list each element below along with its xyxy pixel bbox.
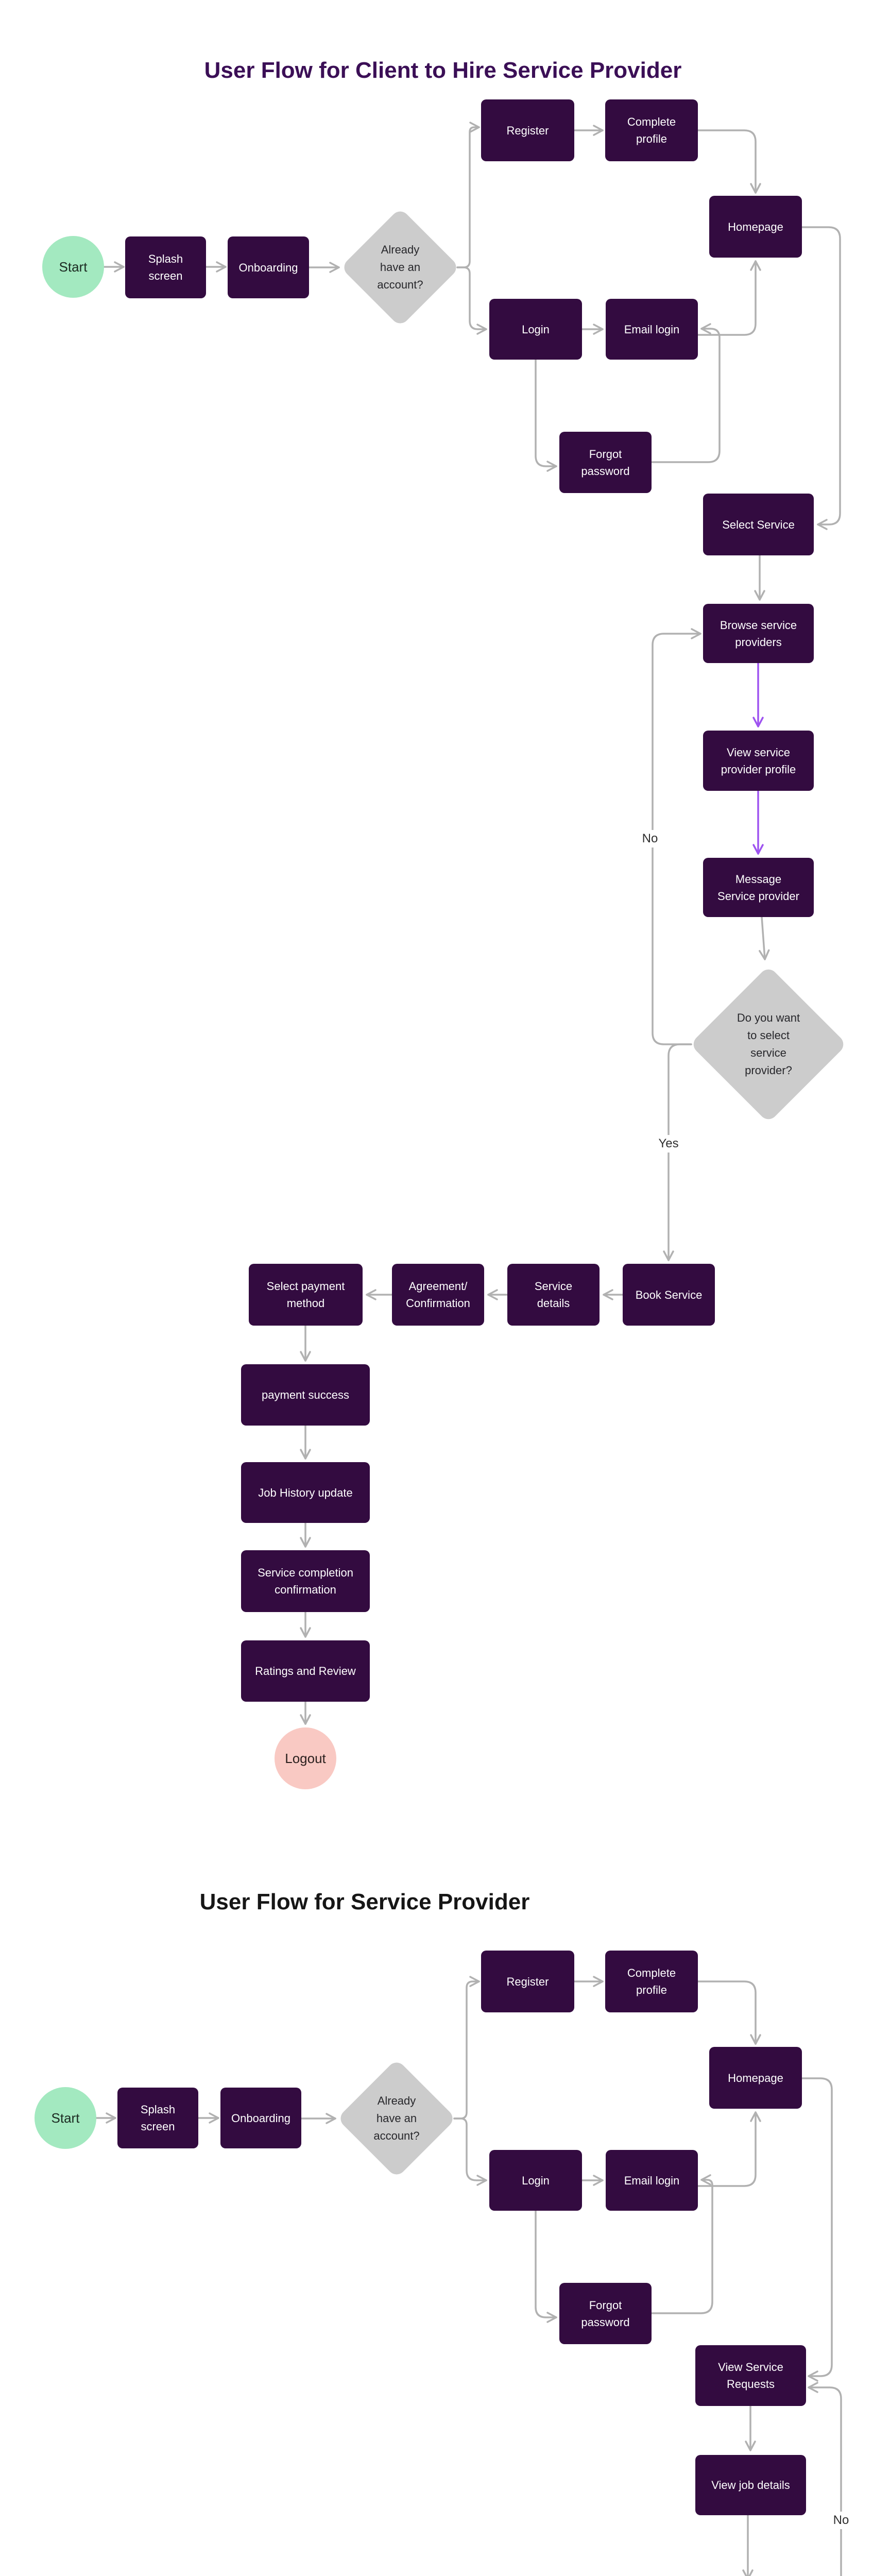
edge-login2-to-forgot-password2 — [535, 2210, 557, 2323]
node-email-login-client-label: Email login — [624, 323, 680, 336]
edge-email-login-to-homepage — [697, 260, 761, 336]
node-forgot-password-client[interactable]: Forgot password — [559, 432, 652, 493]
node-onboarding-provider-label: Onboarding — [231, 2111, 290, 2125]
node-register-client[interactable]: Register — [481, 99, 574, 161]
node-homepage-client-label: Homepage — [728, 220, 783, 233]
node-splash-screen-client-label: Splash screen — [148, 252, 183, 282]
node-complete-profile-provider[interactable]: Complete profile — [605, 1951, 698, 2012]
node-job-history-update-client-label: Job History update — [258, 1486, 353, 1499]
node-complete-profile-provider-label: Complete profile — [627, 1967, 676, 1996]
edge-account-decision-to-login — [456, 266, 487, 335]
node-complete-profile-client-label: Complete profile — [627, 115, 676, 145]
edge-select-decision-yes-to-book — [663, 1043, 692, 1261]
node-ratings-and-review-client-label: Ratings and Review — [255, 1665, 356, 1677]
node-splash-screen-provider[interactable]: Splash screen — [117, 2088, 198, 2148]
node-select-service-label: Select Service — [722, 518, 795, 531]
node-email-login-provider-label: Email login — [624, 2174, 680, 2187]
node-forgot-password-client-label: Forgot password — [581, 447, 630, 478]
node-splash-screen-provider-label: Splash screen — [140, 2103, 176, 2133]
node-onboarding-client[interactable]: Onboarding — [228, 236, 309, 298]
decision-already-have-account-client[interactable]: Already have an account? — [340, 208, 460, 327]
node-forgot-password-provider[interactable]: Forgot password — [559, 2283, 652, 2344]
decision-select-service-provider[interactable]: Do you want to select service provider? — [690, 965, 847, 1123]
node-register-provider-label: Register — [506, 1975, 549, 1988]
node-select-payment-method[interactable]: Select payment method — [249, 1264, 363, 1326]
node-service-completion-confirmation-label: Service completion confirmation — [258, 1566, 353, 1596]
node-agreement-confirmation[interactable]: Agreement/ Confirmation — [392, 1264, 484, 1326]
node-message-service-provider[interactable]: Message Service provider — [703, 858, 814, 917]
decision-select-service-provider-label: Do you want to select service provider? — [737, 1011, 800, 1077]
node-view-service-provider-profile[interactable]: View service provider profile — [703, 731, 814, 791]
node-register-provider[interactable]: Register — [481, 1951, 574, 2012]
node-book-service-label: Book Service — [635, 1288, 703, 1301]
decision-already-have-account-client-label: Already have an account? — [377, 243, 423, 292]
node-message-service-provider-label: Message Service provider — [717, 872, 799, 903]
node-view-job-details[interactable]: View job details — [695, 2455, 806, 2515]
node-email-login-client[interactable]: Email login — [606, 299, 698, 360]
node-email-login-provider[interactable]: Email login — [606, 2150, 698, 2211]
node-start-client-label: Start — [59, 259, 88, 275]
edge-message-to-select-decision — [759, 916, 770, 960]
node-login-client[interactable]: Login — [489, 299, 582, 360]
node-register-client-label: Register — [506, 124, 549, 137]
node-job-history-update-client[interactable]: Job History update — [241, 1462, 370, 1523]
edge-complete-profile-to-homepage — [697, 129, 761, 194]
node-ratings-and-review-client[interactable]: Ratings and Review — [241, 1640, 370, 1702]
node-agreement-confirmation-label: Agreement/ Confirmation — [406, 1280, 470, 1310]
node-start-provider-label: Start — [51, 2110, 80, 2126]
label-no-client: No — [639, 830, 661, 848]
edge-login-to-forgot-password — [535, 359, 557, 472]
node-homepage-client[interactable]: Homepage — [709, 196, 802, 258]
node-view-job-details-label: View job details — [711, 2479, 790, 2492]
edge-complete-profile2-to-homepage2 — [697, 1980, 761, 2045]
node-logout-client-label: Logout — [285, 1750, 326, 1766]
node-start-client[interactable]: Start — [42, 236, 104, 298]
node-homepage-provider[interactable]: Homepage — [709, 2047, 802, 2109]
flow-title-client: User Flow for Client to Hire Service Pro… — [204, 58, 682, 83]
node-view-service-provider-profile-label: View service provider profile — [721, 745, 796, 776]
edge-email-login2-to-homepage2 — [697, 2111, 761, 2187]
node-login-provider[interactable]: Login — [489, 2150, 582, 2211]
node-service-details[interactable]: Service details — [507, 1264, 600, 1326]
node-view-service-requests-label: View Service Requests — [718, 2361, 783, 2391]
edge-forgot-password2-to-email-login2 — [642, 2174, 713, 2314]
node-service-completion-confirmation[interactable]: Service completion confirmation — [241, 1550, 370, 1612]
node-book-service[interactable]: Book Service — [623, 1264, 715, 1326]
edge-account-decision2-to-login2 — [453, 2117, 487, 2186]
node-start-provider[interactable]: Start — [35, 2087, 96, 2149]
node-payment-success-label: payment success — [262, 1388, 349, 1401]
node-browse-service-providers-label: Browse service providers — [720, 618, 797, 649]
edge-homepage2-to-view-service-requests — [801, 2077, 833, 2382]
node-select-payment-method-label: Select payment method — [266, 1280, 345, 1310]
decision-already-have-account-provider[interactable]: Already have an account? — [337, 2059, 456, 2178]
label-yes-client: Yes — [655, 1135, 682, 1153]
node-login-client-label: Login — [522, 323, 550, 336]
edge-homepage-to-select-service — [801, 226, 841, 530]
node-homepage-provider-label: Homepage — [728, 2071, 783, 2084]
node-browse-service-providers[interactable]: Browse service providers — [703, 604, 814, 663]
decision-already-have-account-provider-label: Already have an account? — [373, 2094, 420, 2143]
node-onboarding-client-label: Onboarding — [238, 261, 298, 274]
node-logout-client[interactable]: Logout — [275, 1727, 336, 1789]
label-no-provider: No — [830, 2512, 852, 2529]
node-payment-success[interactable]: payment success — [241, 1364, 370, 1426]
node-view-service-requests[interactable]: View Service Requests — [695, 2345, 806, 2406]
edge-forgot-password-to-email-login — [651, 323, 721, 463]
node-select-service[interactable]: Select Service — [703, 494, 814, 555]
node-splash-screen-client[interactable]: Splash screen — [125, 236, 206, 298]
flow-title-provider: User Flow for Service Provider — [199, 1889, 530, 1914]
node-login-provider-label: Login — [522, 2174, 550, 2187]
node-complete-profile-client[interactable]: Complete profile — [605, 99, 698, 161]
node-forgot-password-provider-label: Forgot password — [581, 2298, 630, 2329]
node-onboarding-provider[interactable]: Onboarding — [220, 2088, 301, 2148]
node-service-details-label: Service details — [534, 1280, 573, 1310]
